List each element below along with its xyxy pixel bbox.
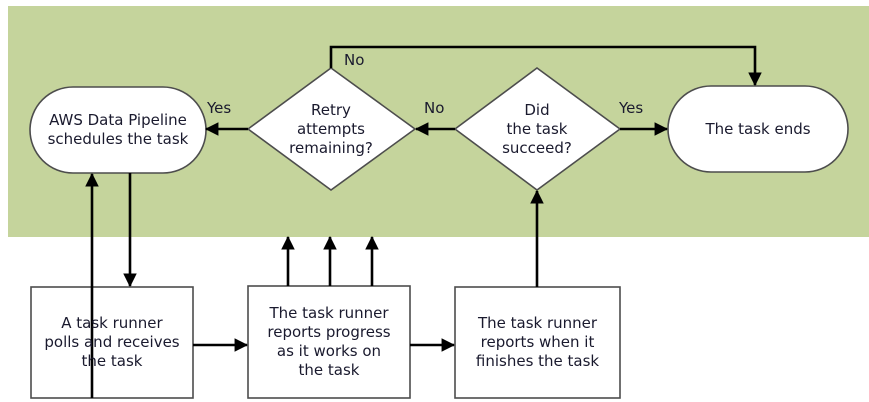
- schedules-task-node[interactable]: [29, 86, 207, 174]
- edge-retry-no-to-task-ends: [329, 45, 762, 87]
- edge-label-retry-no: No: [344, 51, 365, 69]
- task-runner-reports-finish-node[interactable]: [454, 286, 621, 399]
- task-runner-polls-node[interactable]: [30, 286, 194, 399]
- task-runner-reports-progress-node[interactable]: [247, 285, 411, 399]
- edge-label-succeed-yes: Yes: [619, 99, 644, 117]
- task-ends-node[interactable]: [667, 85, 849, 173]
- edge-label-succeed-no: No: [424, 99, 445, 117]
- retry-attempts-node[interactable]: [246, 67, 417, 191]
- edge-label-retry-yes: Yes: [207, 99, 232, 117]
